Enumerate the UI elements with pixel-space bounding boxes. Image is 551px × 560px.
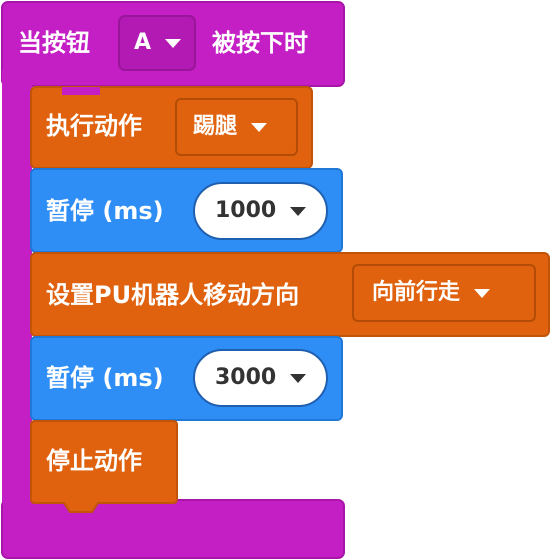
direction-dropdown-value: 向前行走 <box>372 280 461 305</box>
event-prefix-label: 当按钮 <box>18 29 90 57</box>
button-selector-value: A <box>134 30 152 55</box>
chevron-down-icon <box>251 122 268 132</box>
pause-1-label: 暂停 (ms) <box>46 197 164 225</box>
pause-2-value-field[interactable]: 3000 <box>193 349 328 407</box>
pause-1-value: 1000 <box>215 198 277 223</box>
pause-2-value: 3000 <box>215 365 277 390</box>
pause-1-value-field[interactable]: 1000 <box>193 182 328 240</box>
action-dropdown[interactable]: 踢腿 <box>175 98 298 156</box>
chevron-down-icon <box>165 38 182 48</box>
chevron-down-icon <box>474 288 491 298</box>
action-dropdown-value: 踢腿 <box>193 114 238 139</box>
event-suffix-label: 被按下时 <box>212 29 308 57</box>
stop-block-shape[interactable] <box>30 420 178 520</box>
chevron-down-icon <box>290 206 307 216</box>
action-label: 执行动作 <box>46 112 142 140</box>
chevron-down-icon <box>290 373 307 383</box>
stop-label: 停止动作 <box>46 447 142 475</box>
pause-2-label: 暂停 (ms) <box>46 364 164 392</box>
direction-dropdown[interactable]: 向前行走 <box>352 264 536 322</box>
button-selector-dropdown[interactable]: A <box>118 15 196 71</box>
direction-label: 设置PU机器人移动方向 <box>46 281 300 309</box>
